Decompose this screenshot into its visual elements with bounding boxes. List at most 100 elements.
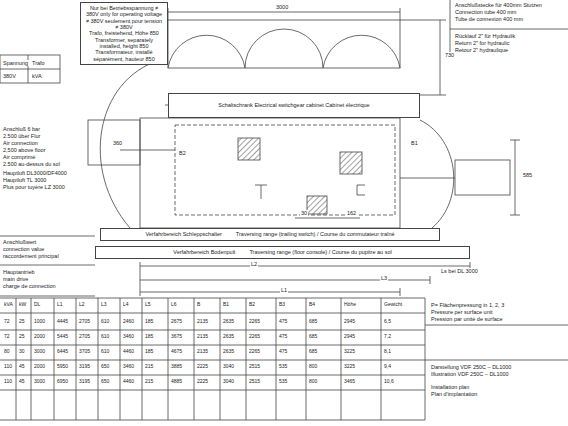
table-cell: 650: [100, 364, 110, 370]
drawing-label: connection value: [2, 246, 45, 252]
table-cell: 215: [144, 379, 154, 385]
door-arcs: [168, 29, 400, 68]
table-cell: 72: [3, 319, 11, 325]
table-cell: 10,6: [383, 379, 395, 385]
table-rule: [276, 298, 277, 420]
table-cell: 4460: [122, 349, 135, 355]
table-cell: 5445: [56, 334, 69, 340]
table-cell: 3195: [78, 379, 91, 385]
table-rule: [306, 298, 307, 420]
symbol: [357, 185, 365, 195]
table-cell: 185: [144, 319, 154, 325]
table-rule: [142, 298, 143, 420]
foundation-pad: [238, 138, 260, 160]
table-rule: [76, 298, 77, 420]
table-cell: 3000: [33, 379, 46, 385]
drawing-label: 360: [112, 140, 123, 146]
drawing-label: Hauptluft DL3000/DF4000: [2, 170, 68, 176]
node-text: Nur bei Betriebsspannung ≠ 380V only for…: [84, 5, 164, 30]
table-cell: 3885: [170, 364, 183, 370]
table-rule: [168, 298, 169, 420]
table-cell: L3: [100, 302, 108, 308]
note-box: Schaltschrank Electrical switchgear cabi…: [168, 93, 420, 118]
drawing-label: Darstellung VDF 250C – DL1000: [430, 364, 512, 370]
drawing-label: Ls bei DL 3000: [440, 268, 479, 274]
table-cell: 475: [278, 319, 288, 325]
drawing-label: Spannung: [2, 60, 29, 66]
drawing-label: L1: [280, 287, 288, 293]
drawing-label: charge de connection: [2, 283, 57, 289]
table-cell: 3040: [222, 364, 235, 370]
table-rule: [381, 298, 382, 420]
drawing-label: Pression par unité de surface: [430, 316, 504, 322]
table-cell: 215: [144, 364, 154, 370]
drawing-label: Rücklauf 2" für Hydraulik: [454, 33, 516, 39]
drawing-label: Hauptantrieb: [2, 269, 36, 275]
table-cell: 610: [100, 349, 110, 355]
table-rule: [54, 298, 55, 420]
machine-base: [175, 125, 395, 215]
range-band: Verfahrbereich SchleppschalterTraversing…: [100, 228, 440, 241]
table-cell: B2: [248, 302, 256, 308]
table-cell: 4885: [170, 379, 183, 385]
drawing-label: Plan d'implantation: [430, 391, 478, 397]
drawing-label: 162: [346, 210, 357, 216]
drawing-label: raccordement principal: [2, 253, 60, 259]
table-cell: 3460: [122, 334, 135, 340]
table-cell: 185: [144, 349, 154, 355]
node-text: Verfahrbereich Bodenpult: [173, 249, 235, 255]
table-cell: 2635: [222, 334, 235, 340]
drawing-label: B2: [178, 150, 187, 156]
table-cell: 800: [308, 379, 318, 385]
drawing-label: 2.500 über Flur: [2, 133, 41, 139]
table-cell: 610: [100, 319, 110, 325]
table-rule: [16, 298, 17, 420]
table-cell: 3675: [170, 334, 183, 340]
table-cell: L1: [56, 302, 64, 308]
table-cell: 2515: [248, 379, 261, 385]
table-cell: 2635: [222, 349, 235, 355]
table-cell: 3040: [222, 379, 235, 385]
table-cell: 800: [308, 364, 318, 370]
drawing-label: Installation plan: [430, 384, 470, 390]
table-cell: 3225: [343, 364, 356, 370]
drawing-label: B1: [410, 140, 419, 146]
range-band: Verfahrbereich BodenpultTraversing range…: [95, 246, 470, 259]
table-cell: 2225: [196, 364, 209, 370]
drawing-label: 2.500 au-dessus du sol: [2, 161, 61, 167]
symbol: [255, 185, 267, 199]
drawing-label: L3: [380, 275, 388, 281]
table-cell: 3460: [122, 364, 135, 370]
table-cell: 25: [18, 334, 26, 340]
table-cell: 80: [3, 349, 11, 355]
table-cell: L6: [170, 302, 178, 308]
table-cell: 535: [278, 364, 288, 370]
table-cell: 650: [100, 379, 110, 385]
table-cell: 2135: [196, 349, 209, 355]
drawing-label: 380V: [2, 73, 17, 79]
table-cell: 2945: [343, 334, 356, 340]
table-cell: 45: [18, 379, 26, 385]
table-cell: 6,5: [383, 319, 392, 325]
table-cell: 2135: [196, 319, 209, 325]
swing-area: [168, 20, 400, 68]
table-cell: 110: [3, 364, 13, 370]
table-cell: 2705: [78, 334, 91, 340]
node-text: Trafo, freistehend, Höhe 850 Transformer…: [84, 30, 164, 62]
table-cell: 2265: [248, 319, 261, 325]
drawing-label: 30: [300, 210, 308, 216]
table-cell: 185: [144, 334, 154, 340]
table-cell: 685: [308, 319, 318, 325]
table-cell: 9,4: [383, 364, 392, 370]
drawing-label: main drive: [2, 276, 29, 282]
drawing-label: Return 2" for hydraulic: [454, 40, 511, 46]
table-cell: 2705: [78, 319, 91, 325]
table-cell: 2225: [196, 379, 209, 385]
table-cell: 6445: [56, 349, 69, 355]
table-cell: 3000: [33, 349, 46, 355]
table-cell: 4445: [56, 319, 69, 325]
table-cell: 3465: [343, 379, 356, 385]
node-text: Traversing range (trailing switch) / Cou…: [236, 231, 395, 237]
drawing-label: Anschlußstecke für 400mm Stutzen: [454, 2, 543, 8]
drawing-label: 585: [522, 172, 533, 178]
